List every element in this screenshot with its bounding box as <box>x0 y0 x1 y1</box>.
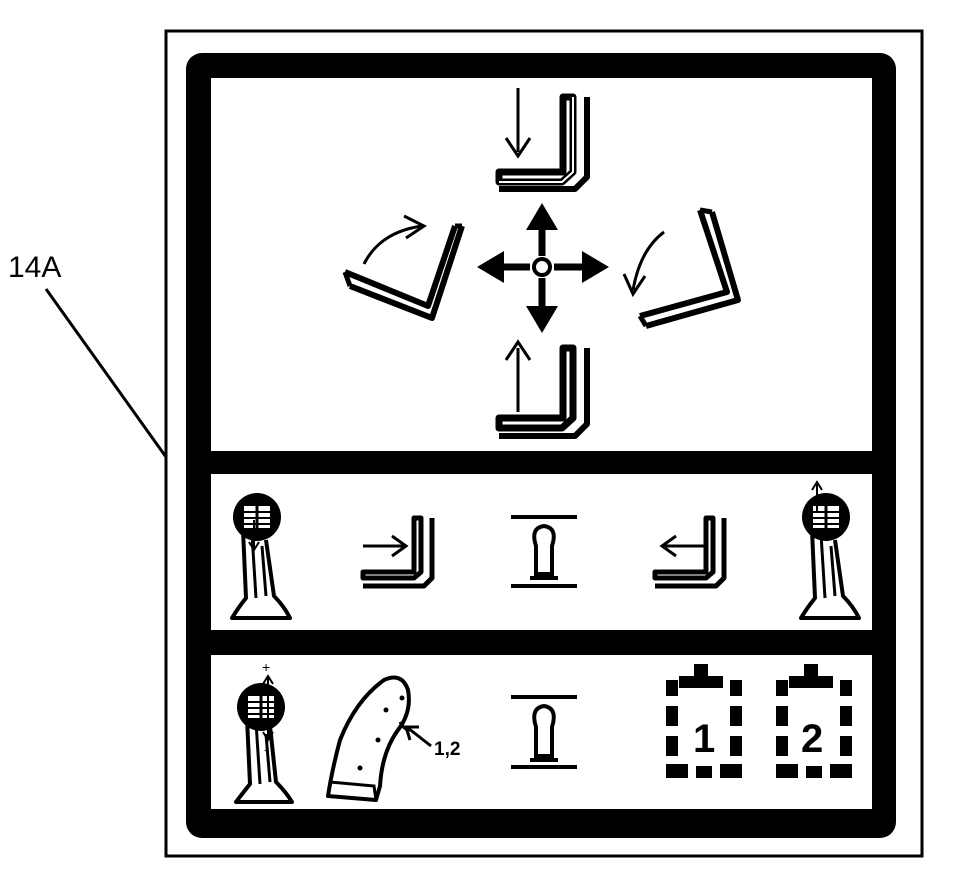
bucket-raise-icon <box>495 339 590 439</box>
joystick-side-button-icon: 1,2 <box>326 675 460 802</box>
leader-line <box>44 288 168 458</box>
joystick-button-down-icon <box>230 493 292 620</box>
plus-sign: + <box>262 659 270 675</box>
joystick-neutral-icon <box>511 515 577 588</box>
top-panel <box>342 88 741 439</box>
mode-1-icon: 1 <box>666 664 742 778</box>
button-reference-label: 1,2 <box>434 739 460 760</box>
mode-2-icon: 2 <box>776 664 852 778</box>
bucket-push-right-icon <box>360 515 435 589</box>
reference-label: 14A <box>8 251 61 284</box>
bucket-push-left-icon <box>652 515 727 589</box>
mode-1-label: 1 <box>693 717 715 761</box>
joystick-neutral-icon-bottom <box>511 695 577 769</box>
bottom-panel: + - 1,2 <box>234 659 852 804</box>
minus-sign: - <box>264 741 269 757</box>
direction-cross-icon <box>477 203 609 333</box>
mode-2-label: 2 <box>801 717 823 761</box>
middle-panel <box>230 480 861 620</box>
bucket-lower-icon <box>495 88 590 192</box>
bucket-curl-icon <box>342 214 465 321</box>
decal-outer-frame <box>164 29 924 858</box>
joystick-button-up-icon <box>799 480 861 620</box>
joystick-plus-minus-icon: + - <box>234 659 294 804</box>
bucket-dump-icon <box>622 207 741 329</box>
